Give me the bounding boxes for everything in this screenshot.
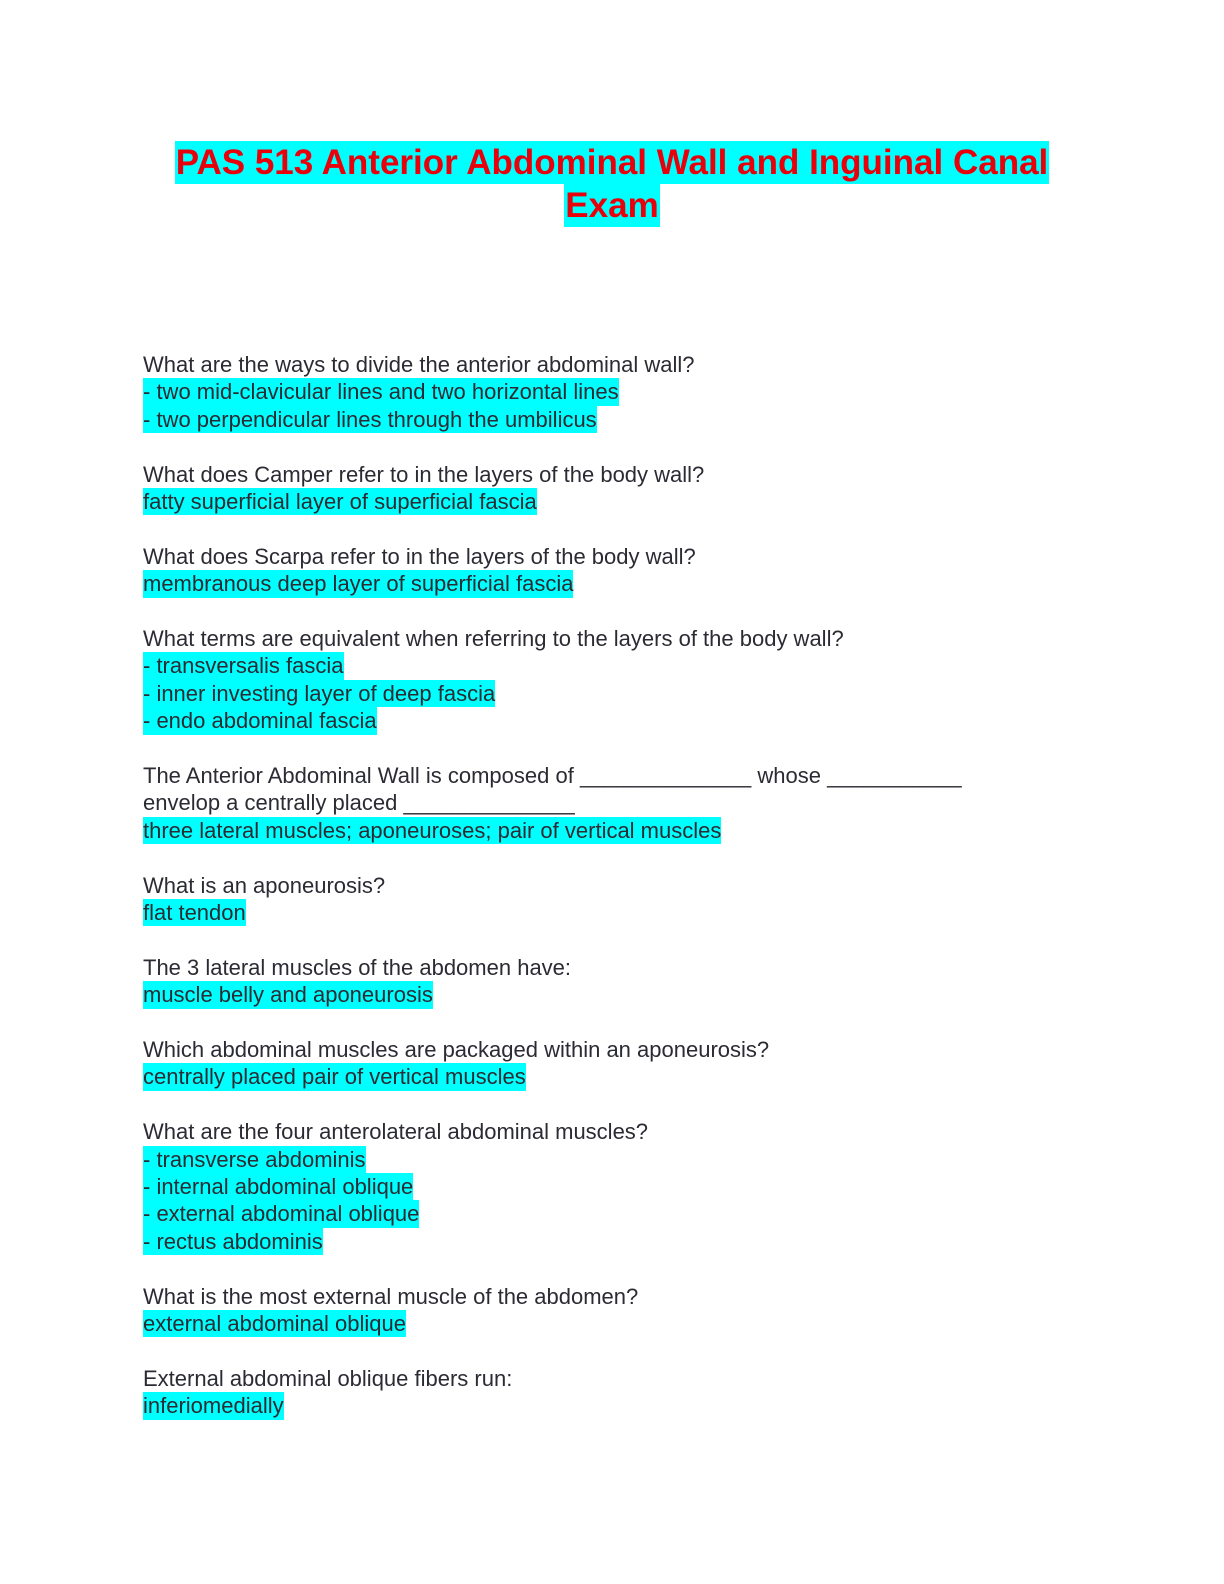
qa-item: Which abdominal muscles are packaged wit… bbox=[143, 1036, 1143, 1091]
question-text: What is the most external muscle of the … bbox=[143, 1283, 639, 1309]
title-line-2: Exam bbox=[564, 184, 660, 227]
answer-line: - external abdominal oblique bbox=[143, 1200, 1143, 1228]
answer-text: - transverse abdominis bbox=[143, 1145, 366, 1174]
answer-line: - internal abdominal oblique bbox=[143, 1173, 1143, 1201]
qa-item: The 3 lateral muscles of the abdomen hav… bbox=[143, 954, 1143, 1009]
qa-item: What is an aponeurosis?flat tendon bbox=[143, 872, 1143, 927]
answer-text: - internal abdominal oblique bbox=[143, 1173, 414, 1201]
answer-text: external abdominal oblique bbox=[143, 1310, 406, 1338]
answer-line: - endo abdominal fascia bbox=[143, 707, 1143, 735]
qa-item: What does Scarpa refer to in the layers … bbox=[143, 543, 1143, 598]
qa-item: What are the ways to divide the anterior… bbox=[143, 351, 1143, 434]
question-text: envelop a centrally placed _____________… bbox=[143, 790, 575, 816]
qa-item: External abdominal oblique fibers run:in… bbox=[143, 1365, 1143, 1420]
answer-line: flat tendon bbox=[143, 899, 1143, 927]
answer-text: muscle belly and aponeurosis bbox=[143, 981, 433, 1009]
qa-item: What are the four anterolateral abdomina… bbox=[143, 1118, 1143, 1256]
qa-item: What is the most external muscle of the … bbox=[143, 1283, 1143, 1338]
qa-item: What does Camper refer to in the layers … bbox=[143, 461, 1143, 516]
answer-text: - transversalis fascia bbox=[143, 652, 344, 680]
question-text: The 3 lateral muscles of the abdomen hav… bbox=[143, 954, 572, 980]
answer-line: external abdominal oblique bbox=[143, 1310, 1143, 1338]
answer-text: membranous deep layer of superficial fas… bbox=[143, 570, 574, 598]
answer-text: - two mid-clavicular lines and two horiz… bbox=[143, 378, 619, 406]
answer-text: three lateral muscles; aponeuroses; pair… bbox=[143, 816, 722, 845]
answer-line: three lateral muscles; aponeuroses; pair… bbox=[143, 816, 1143, 845]
answer-line: fatty superficial layer of superficial f… bbox=[143, 488, 1143, 516]
answer-text: - endo abdominal fascia bbox=[143, 707, 377, 735]
qa-item: What terms are equivalent when referring… bbox=[143, 625, 1143, 735]
answer-line: centrally placed pair of vertical muscle… bbox=[143, 1063, 1143, 1091]
answer-line: inferiomedially bbox=[143, 1392, 1143, 1420]
answer-text: centrally placed pair of vertical muscle… bbox=[143, 1063, 526, 1091]
answer-text: flat tendon bbox=[143, 899, 246, 927]
answer-text: - two perpendicular lines through the um… bbox=[143, 405, 597, 434]
answer-line: - rectus abdominis bbox=[143, 1227, 1143, 1256]
answer-text: - rectus abdominis bbox=[143, 1227, 323, 1256]
question-text: What is an aponeurosis? bbox=[143, 872, 386, 898]
answer-line: - two perpendicular lines through the um… bbox=[143, 405, 1143, 434]
question-text: What are the four anterolateral abdomina… bbox=[143, 1119, 649, 1145]
answer-text: - external abdominal oblique bbox=[143, 1200, 420, 1228]
question-text: Which abdominal muscles are packaged wit… bbox=[143, 1037, 770, 1063]
answer-line: - inner investing layer of deep fascia bbox=[143, 679, 1143, 708]
answer-line: - two mid-clavicular lines and two horiz… bbox=[143, 378, 1143, 406]
title-line-1: PAS 513 Anterior Abdominal Wall and Ingu… bbox=[174, 141, 1050, 184]
answer-line: - transverse abdominis bbox=[143, 1145, 1143, 1174]
qa-item: The Anterior Abdominal Wall is composed … bbox=[143, 762, 1143, 845]
question-text: What does Camper refer to in the layers … bbox=[143, 461, 705, 487]
question-text: What terms are equivalent when referring… bbox=[143, 626, 844, 652]
answer-line: muscle belly and aponeurosis bbox=[143, 981, 1143, 1009]
question-text: External abdominal oblique fibers run: bbox=[143, 1365, 513, 1391]
answer-line: - transversalis fascia bbox=[143, 652, 1143, 680]
answer-text: inferiomedially bbox=[143, 1392, 284, 1420]
answer-text: - inner investing layer of deep fascia bbox=[143, 679, 496, 708]
question-text: What are the ways to divide the anterior… bbox=[143, 352, 695, 377]
answer-text: fatty superficial layer of superficial f… bbox=[143, 488, 537, 516]
document-title: PAS 513 Anterior Abdominal Wall and Ingu… bbox=[0, 141, 1224, 227]
question-list: What are the ways to divide the anterior… bbox=[143, 351, 1143, 1447]
question-text: What does Scarpa refer to in the layers … bbox=[143, 543, 696, 569]
answer-line: membranous deep layer of superficial fas… bbox=[143, 570, 1143, 598]
question-text: The Anterior Abdominal Wall is composed … bbox=[143, 763, 962, 789]
